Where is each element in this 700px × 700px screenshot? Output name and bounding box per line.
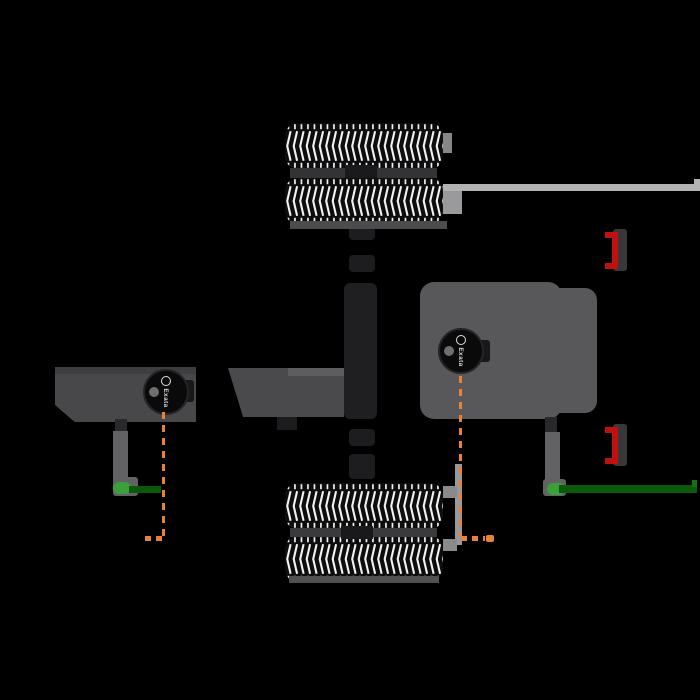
orange-route-right-end-dash [486,535,494,542]
sensor-right: Exata [438,328,490,374]
bottom-duals-outer-strip [289,576,439,583]
bottom-axle-stub-lower [443,539,457,551]
axle-hub-bottom-1 [349,429,375,446]
tire-top-outer [285,123,443,169]
orange-route-right-horizontal [461,536,485,541]
red-marker-bottom [604,424,628,468]
left-strut [113,431,128,481]
middle-fender [228,368,344,417]
sensor-brand-label: Exata [162,388,170,408]
tie-rod-line [443,184,700,191]
orange-route-left-horizontal [145,536,164,541]
tire-top-inner [285,178,443,224]
tractor-body-nose [548,288,597,413]
left-strut-mount [115,419,127,433]
red-marker-bottom-bar [612,427,618,464]
brand-icon [161,376,171,387]
red-marker-top-bar [612,232,618,269]
middle-fender-light-strip [288,368,344,376]
bottom-tie-bar [455,464,462,545]
axle-housing [344,283,377,419]
sensor-left-screw [149,387,159,397]
bottom-axle-stub-upper [443,486,457,498]
right-strut [545,432,560,482]
top-duals-outer-strip [290,221,447,229]
sensor-right-body: Exata [438,328,484,374]
tie-rod-line-end-tick [694,179,700,185]
right-strut-mount [545,417,557,433]
orange-route-left-vertical [162,412,165,539]
bottom-duals-hub [341,526,373,539]
orange-route-right-vertical [459,376,462,537]
red-marker-top-serif-upper [605,232,618,238]
axle-hub-top-2 [349,255,375,272]
red-marker-bottom-serif-lower [605,458,618,464]
sensor-left-logo: Exata [145,371,187,413]
green-marker-left-cap [113,482,131,494]
top-duals-hub [345,165,377,178]
sensor-left-body: Exata [143,369,189,415]
red-marker-top [604,229,628,273]
sensor-left: Exata [143,369,194,415]
sensor-right-screw [444,346,454,356]
red-marker-top-serif-lower [605,263,618,269]
axle-hub-bottom-2 [349,454,375,479]
brand-icon [456,335,466,346]
left-fender-top-band [55,367,196,374]
green-marker-right-tick [692,480,697,487]
tire-bottom-outer [285,536,443,582]
hitch-block [277,417,297,430]
red-marker-bottom-serif-upper [605,427,618,433]
tire-bottom-inner [285,483,443,529]
sensor-brand-label: Exata [457,347,465,367]
green-marker-left-line [129,486,161,493]
green-marker-right-line [559,485,697,493]
sensor-right-logo: Exata [440,330,482,372]
